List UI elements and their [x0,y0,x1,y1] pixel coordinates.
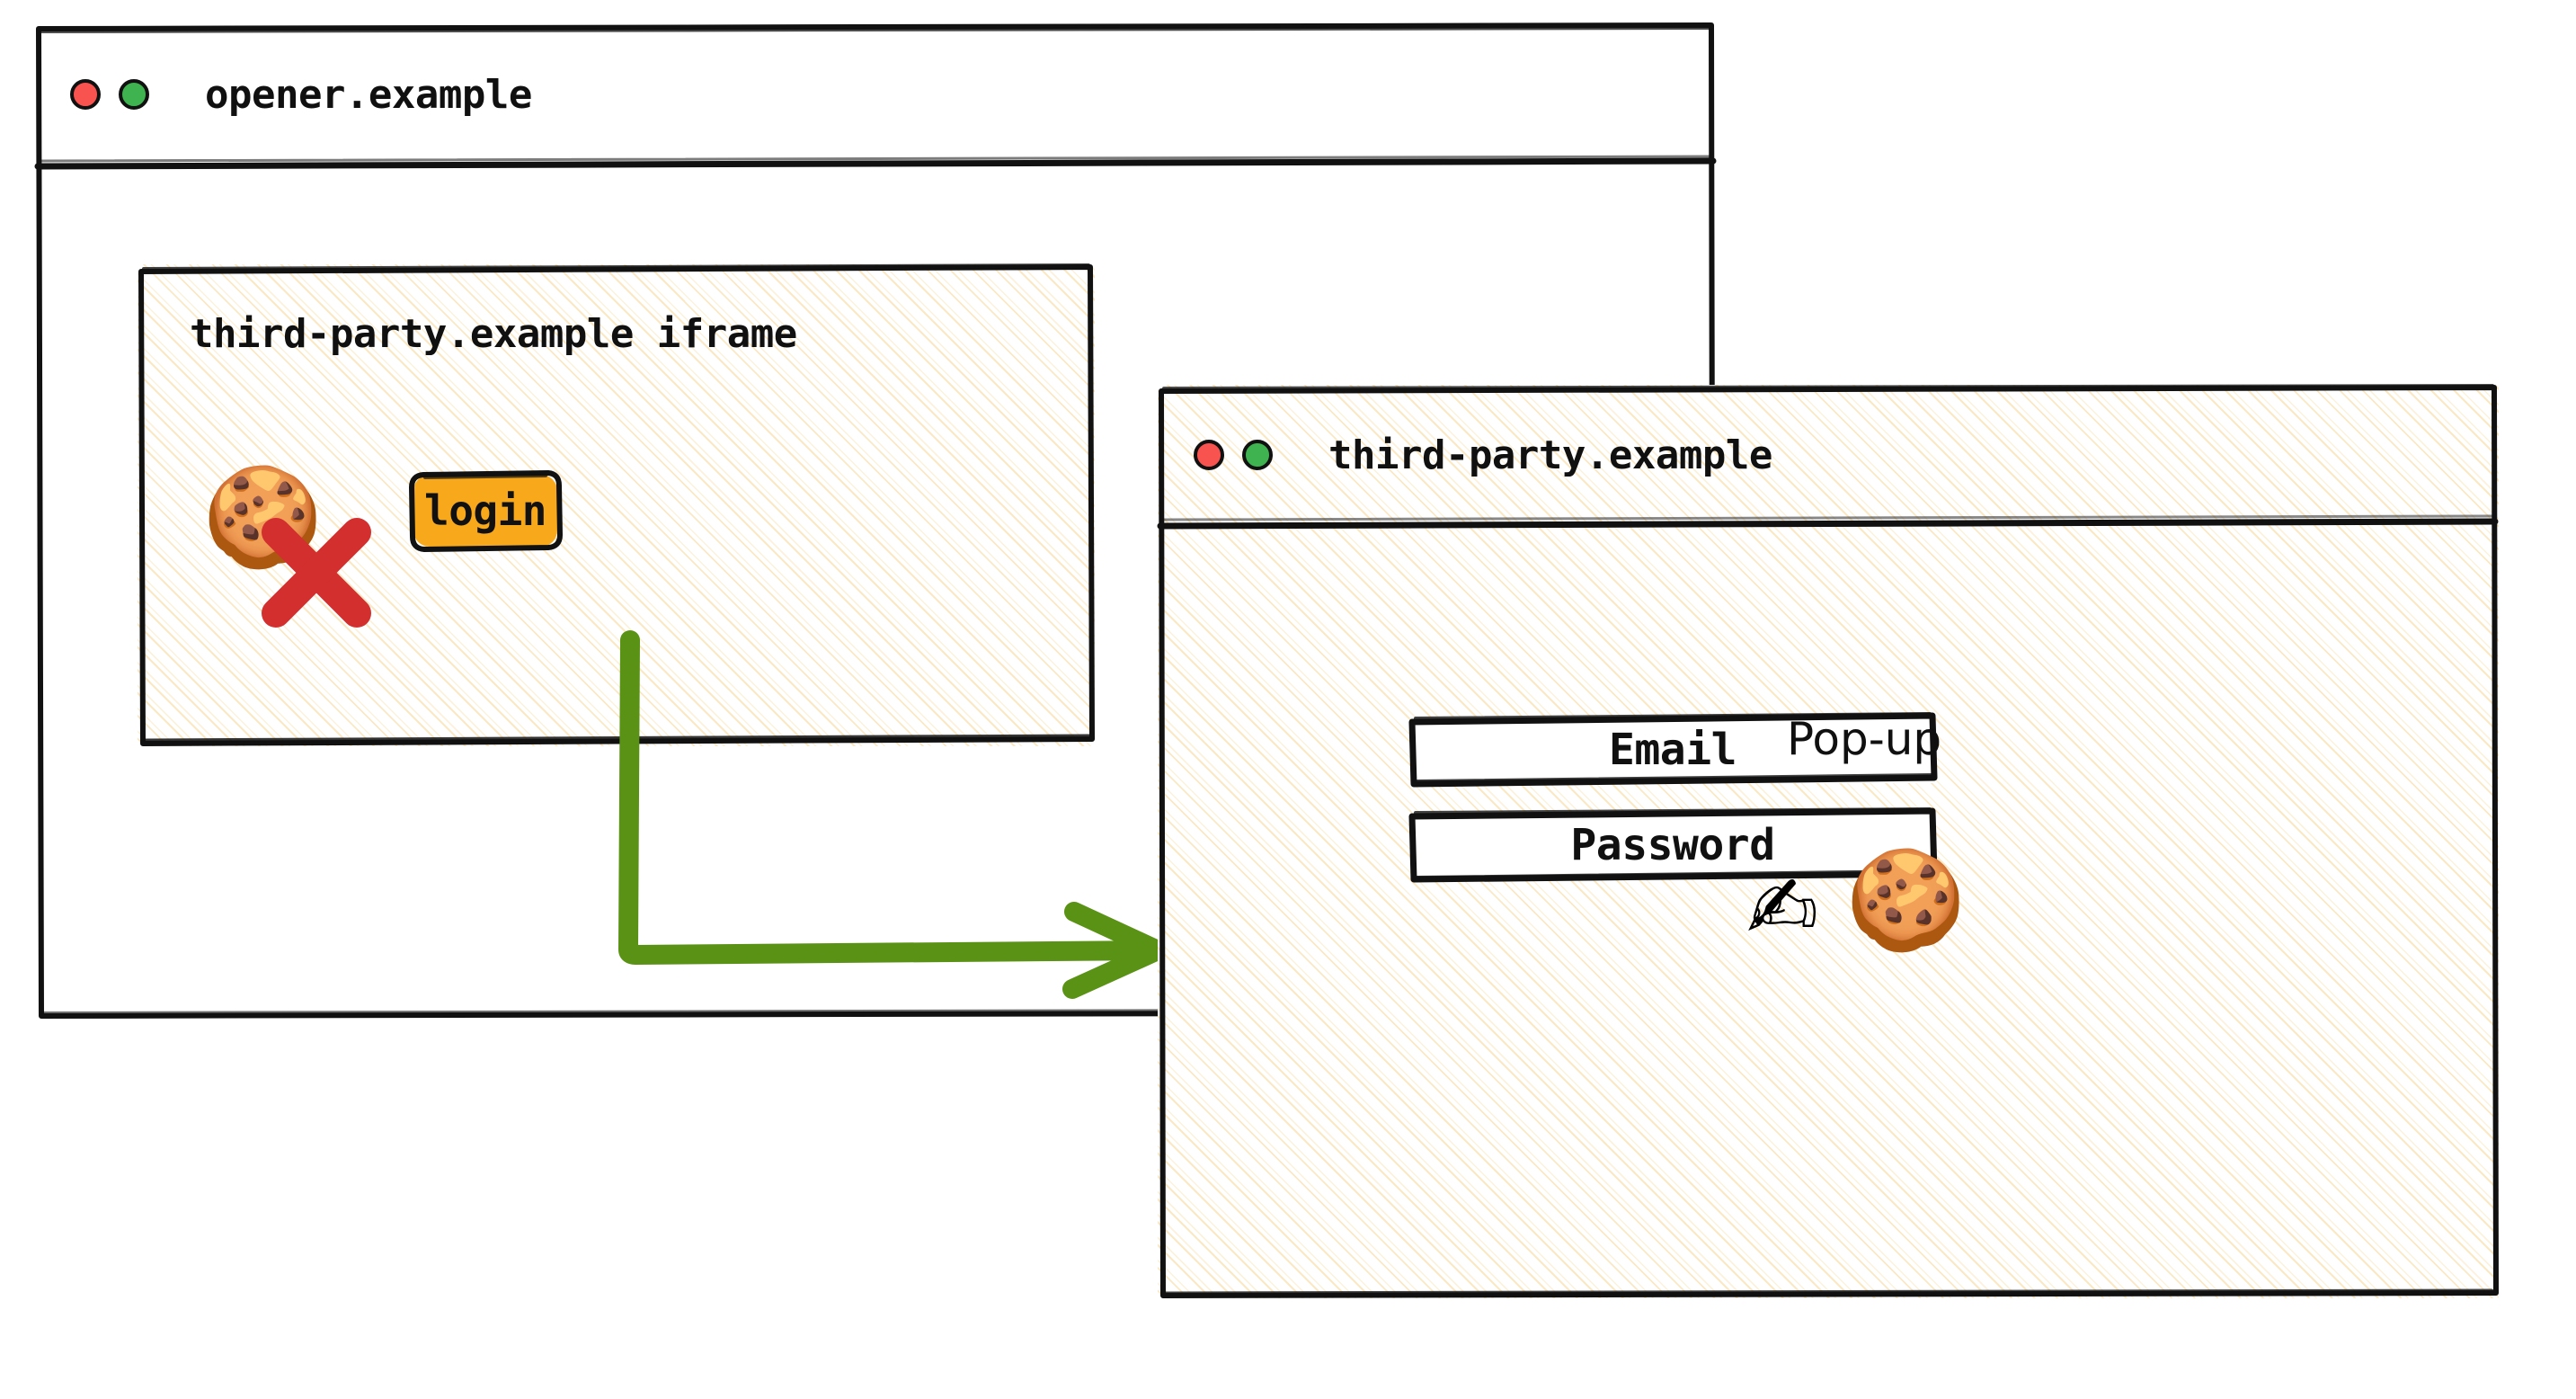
third-party-iframe: third-party.example iframe 🍪 login [138,263,1095,746]
iframe-login-button-label: login [424,486,546,535]
maximize-traffic-light-icon[interactable] [119,79,149,110]
opener-titlebar: opener.example [36,23,1715,165]
opener-window-title: opener.example [205,71,532,118]
blocked-cookie-group: 🍪 [202,469,391,631]
email-field-label: Email [1609,725,1737,775]
close-traffic-light-icon[interactable] [70,79,101,110]
iframe-label: third-party.example iframe [190,311,797,357]
opener-traffic-lights [70,79,149,110]
popup-annotation-label: Pop-up [1787,713,1942,765]
popup-traffic-lights [1194,440,1273,470]
signing-cookie-group: ✍ 🍪 [1746,852,2016,960]
cross-mark-emoji-icon [262,518,371,628]
cookie-emoji-icon: 🍪 [1845,844,1967,957]
popup-window-title: third-party.example [1328,432,1772,478]
writing-hand-emoji-icon: ✍ [1746,858,1819,958]
iframe-login-button[interactable]: login [409,470,563,552]
popup-browser-window: third-party.example Email Password [1157,384,2499,1298]
maximize-traffic-light-icon[interactable] [1242,440,1273,470]
password-field-label: Password [1570,820,1775,870]
close-traffic-light-icon[interactable] [1194,440,1224,470]
popup-titlebar: third-party.example [1158,385,2499,525]
